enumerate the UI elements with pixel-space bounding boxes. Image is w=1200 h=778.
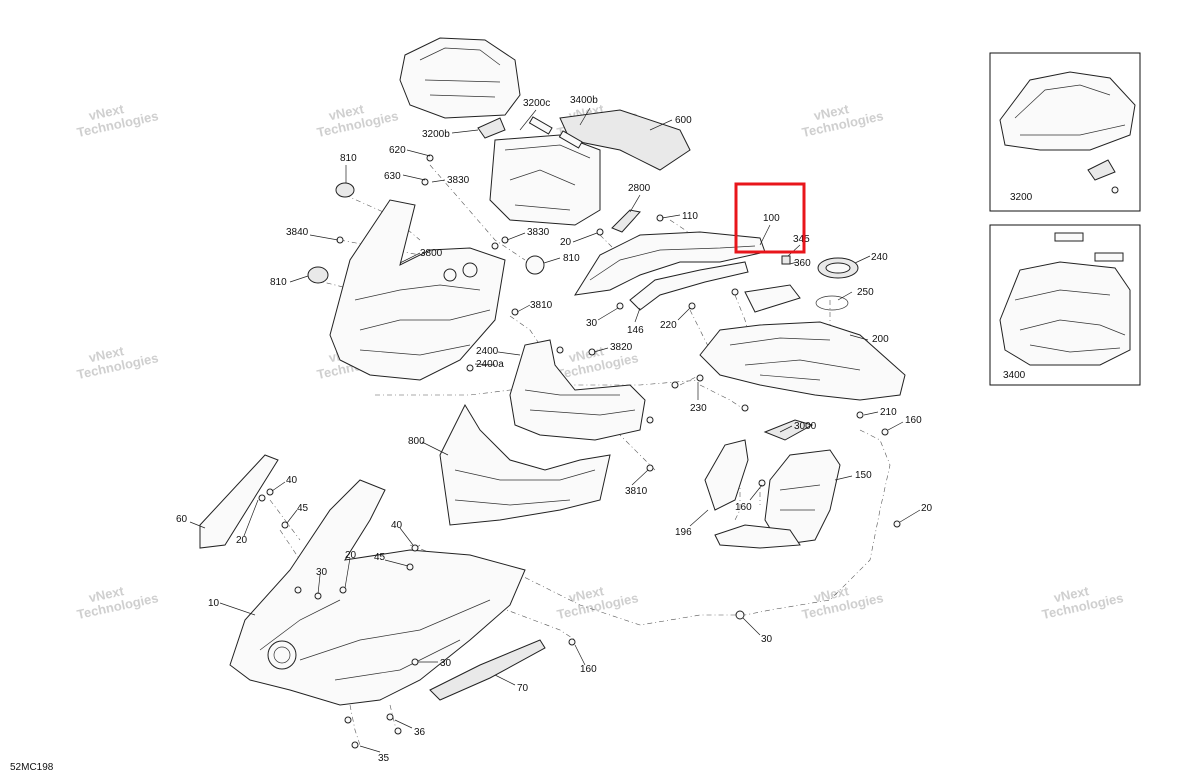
- part-label-10: 10: [208, 598, 220, 609]
- part-label-36: 36: [414, 727, 426, 738]
- part-label-110: 110: [682, 211, 698, 222]
- part-label-40: 40: [286, 475, 298, 486]
- part-label-150: 150: [855, 470, 872, 481]
- part-label-3810: 3810: [625, 486, 648, 497]
- part-label-240: 240: [871, 252, 888, 263]
- part-label-220: 220: [660, 320, 677, 331]
- part-label-3810: 3810: [530, 300, 553, 311]
- part-label-3820: 3820: [610, 342, 633, 353]
- part-label-100: 100: [763, 213, 780, 224]
- part-label-3800: 3800: [420, 248, 443, 259]
- part-label-250: 250: [857, 287, 874, 298]
- part-label-200: 200: [872, 334, 889, 345]
- part-labels: 3200c 3400b 3200b 600 620 810 630 3830 2…: [176, 95, 933, 764]
- part-label-160: 160: [905, 415, 922, 426]
- part-label-210: 210: [880, 407, 897, 418]
- part-label-45: 45: [374, 552, 386, 563]
- part-label-60: 60: [176, 514, 188, 525]
- watermark-text: vNext: [87, 101, 125, 123]
- part-label-810: 810: [563, 253, 580, 264]
- inset-3200[interactable]: 3200: [989, 52, 1141, 212]
- part-label-20: 20: [345, 550, 357, 561]
- part-shapes: [199, 37, 906, 749]
- part-label-3830: 3830: [527, 227, 550, 238]
- part-label-35: 35: [378, 753, 390, 764]
- part-label-810: 810: [270, 277, 287, 288]
- part-label-45: 45: [297, 503, 309, 514]
- part-label-345: 345: [793, 234, 810, 245]
- part-label-630: 630: [384, 171, 401, 182]
- part-label-160: 160: [735, 502, 752, 513]
- part-label-20: 20: [236, 535, 248, 546]
- part-label-196: 196: [675, 527, 692, 538]
- part-label-3200c: 3200c: [523, 98, 550, 109]
- part-label-800: 800: [408, 436, 425, 447]
- part-label-40: 40: [391, 520, 403, 531]
- part-label-160: 160: [580, 664, 597, 675]
- part-label-360: 360: [794, 258, 811, 269]
- part-label-3830: 3830: [447, 175, 470, 186]
- watermark-text: vNext: [567, 343, 605, 365]
- part-label-810: 810: [340, 153, 357, 164]
- inset-label-3200: 3200: [1010, 192, 1033, 203]
- part-label-230: 230: [690, 403, 707, 414]
- part-label-2400: 2400: [476, 346, 499, 357]
- part-label-30: 30: [440, 658, 452, 669]
- watermark-text: vNext: [1052, 583, 1090, 605]
- watermark-text: vNext: [87, 343, 125, 365]
- watermark-text: vNext: [567, 583, 605, 605]
- part-label-70: 70: [517, 683, 529, 694]
- part-label-620: 620: [389, 145, 406, 156]
- watermark-text: vNext: [87, 583, 125, 605]
- highlight-box-100[interactable]: [734, 182, 806, 254]
- inset-3400[interactable]: 3400: [989, 224, 1141, 386]
- part-label-600: 600: [675, 115, 692, 126]
- part-label-30: 30: [316, 567, 328, 578]
- part-label-3000: 3000: [794, 421, 817, 432]
- watermark-text: vNext: [327, 101, 365, 123]
- diagram-code: 52MC198: [10, 762, 54, 773]
- part-label-2400a: 2400a: [476, 359, 504, 370]
- part-label-3400b: 3400b: [570, 95, 598, 106]
- part-label-3200b: 3200b: [422, 129, 450, 140]
- inset-label-3400: 3400: [1003, 370, 1026, 381]
- part-label-30: 30: [586, 318, 598, 329]
- part-label-3840: 3840: [286, 227, 309, 238]
- part-label-146: 146: [627, 325, 644, 336]
- watermark-text: vNext: [812, 583, 850, 605]
- part-label-20: 20: [560, 237, 572, 248]
- part-label-30: 30: [761, 634, 773, 645]
- leader-lines: [189, 107, 921, 753]
- part-label-2800: 2800: [628, 183, 651, 194]
- watermark-text: vNext: [812, 101, 850, 123]
- part-label-20: 20: [921, 503, 933, 514]
